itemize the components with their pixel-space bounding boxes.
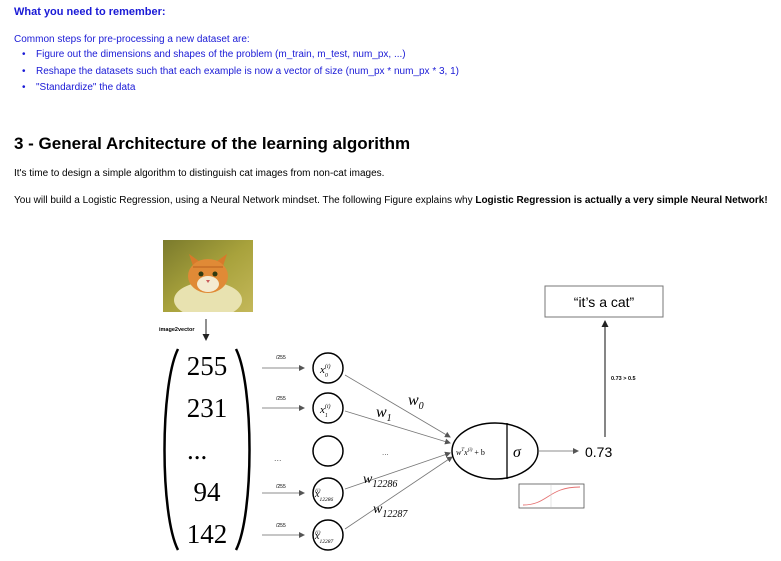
explanation-text: You will build a Logistic Regression, us… bbox=[14, 195, 476, 206]
pixel-value: 231 bbox=[187, 393, 228, 423]
image2vector-label: image2vector bbox=[159, 327, 195, 333]
weight-label: w12287 bbox=[373, 502, 408, 520]
intro-paragraph: It's time to design a simple algorithm t… bbox=[14, 168, 385, 179]
divide-label: /255 bbox=[276, 355, 286, 361]
input-node bbox=[312, 519, 344, 551]
weight-label: ... bbox=[382, 448, 389, 457]
weight-arrow bbox=[344, 456, 453, 530]
prediction-text: “it’s a cat” bbox=[574, 294, 635, 310]
weight-arrow bbox=[344, 451, 451, 490]
pixel-value: ... bbox=[187, 435, 207, 465]
cat-image bbox=[163, 240, 253, 312]
input-node-label: x12286(i) bbox=[314, 487, 333, 503]
input-node bbox=[312, 435, 344, 467]
list-item: "Standardize" the data bbox=[20, 80, 459, 97]
input-node bbox=[312, 392, 344, 424]
diagram-svg: image2vector 255 231 ... 94 142 /255 /25… bbox=[159, 285, 664, 551]
remember-list: Figure out the dimensions and shapes of … bbox=[20, 47, 459, 97]
pixel-value: 142 bbox=[187, 519, 228, 549]
section-title: 3 - General Architecture of the learning… bbox=[14, 134, 411, 153]
left-paren bbox=[163, 348, 180, 551]
input-node-label: x12287(i) bbox=[314, 529, 333, 545]
pixel-value: 255 bbox=[187, 351, 228, 381]
remember-intro: Common steps for pre-processing a new da… bbox=[14, 34, 250, 45]
input-node bbox=[312, 352, 344, 384]
remember-heading: What you need to remember: bbox=[14, 6, 166, 18]
list-item: Reshape the datasets such that each exam… bbox=[20, 64, 459, 81]
input-node bbox=[312, 477, 344, 509]
prediction-box bbox=[544, 285, 664, 318]
divide-label: /255 bbox=[276, 396, 286, 402]
divide-label: /255 bbox=[276, 523, 286, 529]
weight-arrow bbox=[344, 410, 451, 445]
weight-label: w12286 bbox=[363, 472, 397, 490]
divide-label: /255 bbox=[276, 484, 286, 490]
dots-label: ... bbox=[274, 453, 282, 463]
weight-label: w1 bbox=[376, 404, 392, 424]
pixel-value: 94 bbox=[194, 477, 222, 507]
input-node-label: x1(i) bbox=[319, 403, 331, 419]
right-paren bbox=[234, 348, 251, 551]
sigmoid-curve bbox=[522, 486, 581, 506]
architecture-figure: image2vector 255 231 ... 94 142 /255 /25… bbox=[0, 225, 781, 561]
input-node-label: x0(i) bbox=[319, 363, 331, 379]
output-value: 0.73 bbox=[585, 444, 612, 460]
sigma-label: σ bbox=[513, 444, 522, 461]
explanation-paragraph: You will build a Logistic Regression, us… bbox=[14, 193, 774, 209]
neuron-linear-label: wTx(i) + b bbox=[456, 448, 485, 457]
sigmoid-plot bbox=[518, 483, 585, 509]
list-item: Figure out the dimensions and shapes of … bbox=[20, 47, 459, 64]
weight-label: w0 bbox=[408, 392, 424, 412]
weight-arrow bbox=[344, 374, 451, 438]
explanation-bold: Logistic Regression is actually a very s… bbox=[475, 195, 768, 206]
threshold-label: 0.73 > 0.5 bbox=[611, 376, 636, 382]
